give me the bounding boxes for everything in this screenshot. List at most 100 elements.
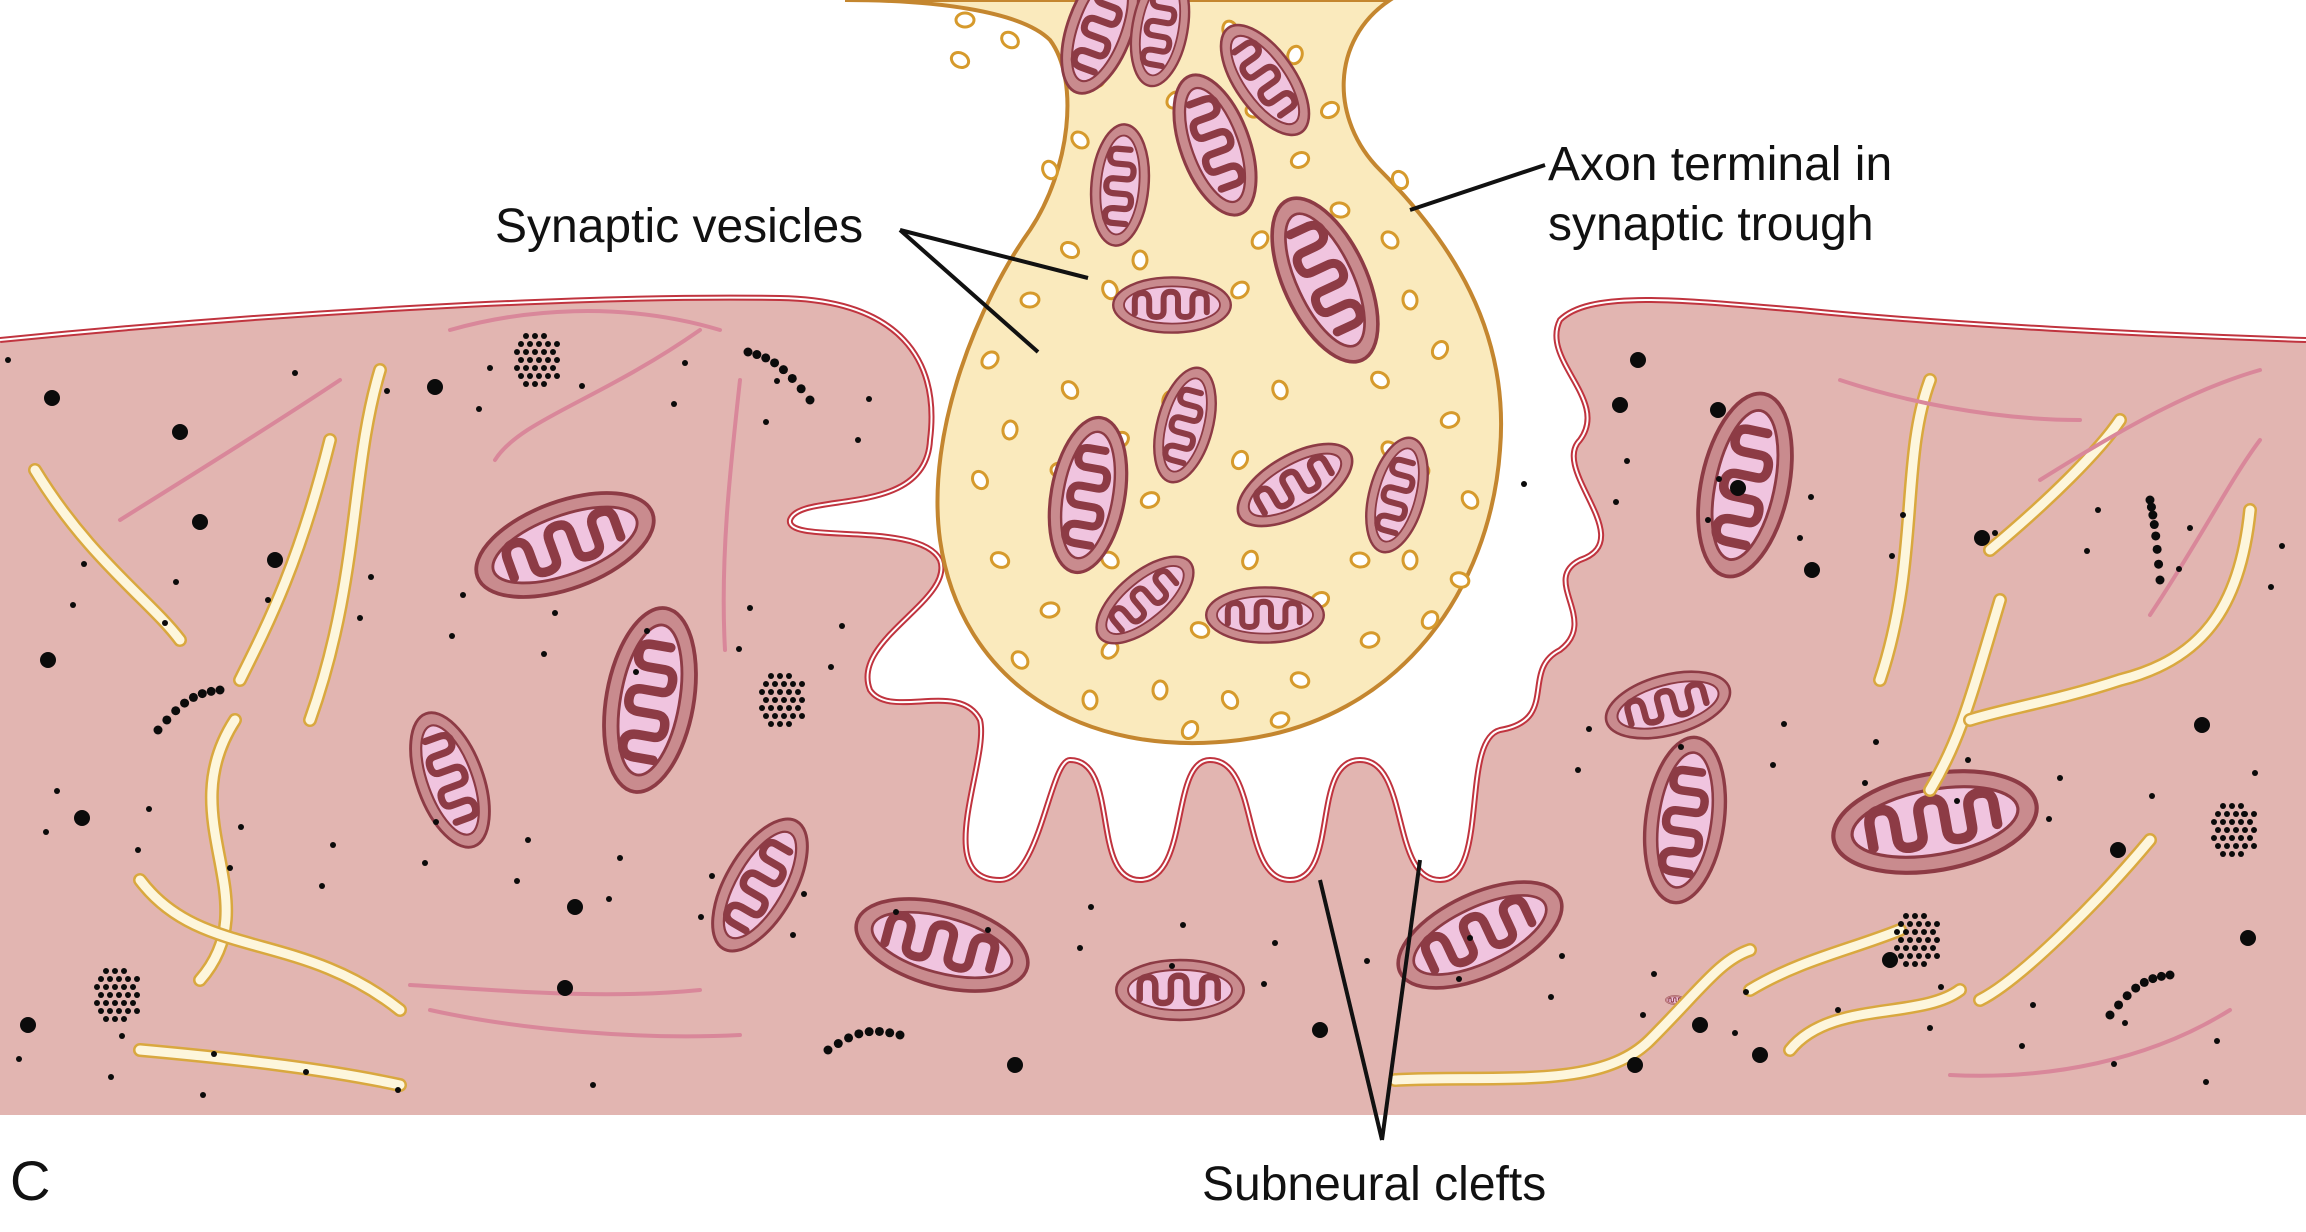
granule-cluster-dot bbox=[2251, 827, 2257, 833]
granule-dot-small bbox=[368, 574, 374, 580]
granule-dot bbox=[427, 379, 443, 395]
granule-dot-small bbox=[1272, 940, 1278, 946]
filament-lines bbox=[118, 309, 2262, 1078]
granule-dot-small bbox=[395, 1087, 401, 1093]
mito-crista bbox=[421, 731, 480, 826]
granule-cluster-dot bbox=[523, 365, 529, 371]
granule-dot-small bbox=[357, 615, 363, 621]
granule-chain-dot bbox=[153, 725, 163, 735]
granule-dot bbox=[2194, 717, 2210, 733]
granule-cluster-dot bbox=[103, 984, 109, 990]
granule-dot-small bbox=[1180, 922, 1186, 928]
granule-cluster-dot bbox=[532, 333, 538, 339]
granule-cluster-dot bbox=[103, 1016, 109, 1022]
vesicle bbox=[1269, 711, 1291, 729]
granule-cluster-dot bbox=[2215, 811, 2221, 817]
granule-dot-small bbox=[54, 788, 60, 794]
granule-dot-small bbox=[698, 914, 704, 920]
sarcolemma-inner bbox=[0, 296, 2306, 882]
granule-cluster-dot bbox=[768, 673, 774, 679]
filament-line bbox=[408, 983, 702, 997]
granule-dot-small bbox=[1808, 494, 1814, 500]
vesicle bbox=[1271, 379, 1289, 401]
granule-cluster-dot bbox=[1912, 929, 1918, 935]
granule-cluster-dot bbox=[107, 992, 113, 998]
granule-chain-dot bbox=[2146, 502, 2156, 512]
granule-cluster-dot bbox=[781, 697, 787, 703]
granule-cluster-dot bbox=[2238, 851, 2244, 857]
granule-dot bbox=[1007, 1057, 1023, 1073]
granule-dot-small bbox=[709, 873, 715, 879]
granule-cluster-dot bbox=[134, 992, 140, 998]
granule-chain-dot bbox=[2165, 970, 2175, 980]
granule-cluster-dot bbox=[772, 713, 778, 719]
granule-chain-dot bbox=[2148, 974, 2158, 984]
myofibril-strand bbox=[1965, 505, 2255, 725]
granule-cluster-dot bbox=[125, 1008, 131, 1014]
mito-crista bbox=[1131, 288, 1210, 321]
granule-dot-small bbox=[1927, 1025, 1933, 1031]
granule-chain-dot bbox=[197, 689, 207, 699]
granule-cluster-dot bbox=[1898, 937, 1904, 943]
myofibril-strand bbox=[135, 875, 405, 1015]
granule-cluster-dot bbox=[536, 357, 542, 363]
mito-crista bbox=[1285, 220, 1365, 337]
vesicle bbox=[1001, 419, 1019, 441]
granule-cluster-dot bbox=[2233, 843, 2239, 849]
granule-dot-small bbox=[5, 357, 11, 363]
granule-dot bbox=[2240, 930, 2256, 946]
granule-cluster-dot bbox=[121, 1000, 127, 1006]
mito-crista bbox=[1624, 681, 1710, 728]
mitochondrion bbox=[1270, 196, 1380, 364]
granule-cluster-dot bbox=[541, 365, 547, 371]
granule-cluster-dot bbox=[772, 697, 778, 703]
granule-cluster-dot bbox=[2229, 819, 2235, 825]
granule-cluster-dot bbox=[98, 1008, 104, 1014]
granule-dot-small bbox=[211, 1051, 217, 1057]
granule-cluster-dot bbox=[545, 357, 551, 363]
granule-dot-small bbox=[2122, 1020, 2128, 1026]
granule-dot-small bbox=[1613, 499, 1619, 505]
granule-chain-dot bbox=[752, 350, 762, 360]
granule-dot-small bbox=[2149, 793, 2155, 799]
granule-dot-small bbox=[1559, 953, 1565, 959]
vesicle bbox=[1250, 230, 1270, 250]
mitochondrion bbox=[1114, 958, 1246, 1022]
granule-dot-small bbox=[2214, 1038, 2220, 1044]
granule-cluster-dot bbox=[1934, 937, 1940, 943]
filament-line bbox=[118, 378, 342, 522]
granule-cluster-dot bbox=[532, 349, 538, 355]
mito-crista bbox=[1224, 598, 1303, 631]
mitochondrion bbox=[409, 711, 491, 849]
granule-cluster-dot bbox=[121, 968, 127, 974]
mito-crista bbox=[1139, 0, 1178, 70]
mitochondrion bbox=[854, 897, 1030, 993]
granule-dot-small bbox=[644, 628, 650, 634]
myofibril-strand bbox=[1390, 945, 1755, 1085]
granule-dot-small bbox=[1169, 963, 1175, 969]
vesicle bbox=[1241, 549, 1259, 571]
granule-dot-small bbox=[514, 878, 520, 884]
granule-dot-small bbox=[2030, 1002, 2036, 1008]
mito-crista bbox=[501, 506, 626, 583]
granule-cluster-dot bbox=[1934, 921, 1940, 927]
granule-cluster-dot bbox=[2242, 827, 2248, 833]
mitochondrion bbox=[1236, 442, 1354, 528]
granule-cluster-dot bbox=[527, 357, 533, 363]
granule-chain-dot bbox=[833, 1039, 843, 1049]
granule-cluster-dot bbox=[554, 357, 560, 363]
vesicle bbox=[954, 11, 976, 29]
granule-cluster-dot bbox=[759, 705, 765, 711]
vesicle bbox=[1390, 169, 1410, 191]
granule-cluster-dot bbox=[527, 373, 533, 379]
vesicle bbox=[980, 350, 1000, 370]
granule-cluster-dot bbox=[763, 681, 769, 687]
granule-cluster-dot bbox=[799, 697, 805, 703]
granule-chain-dot bbox=[180, 698, 190, 708]
granule-dot bbox=[74, 810, 90, 826]
granule-cluster-dot bbox=[1912, 913, 1918, 919]
granule-chain-dot bbox=[895, 1030, 905, 1040]
mitochondrion bbox=[474, 491, 656, 599]
mito-crista bbox=[1185, 94, 1246, 193]
leader-axon bbox=[1409, 163, 1546, 212]
